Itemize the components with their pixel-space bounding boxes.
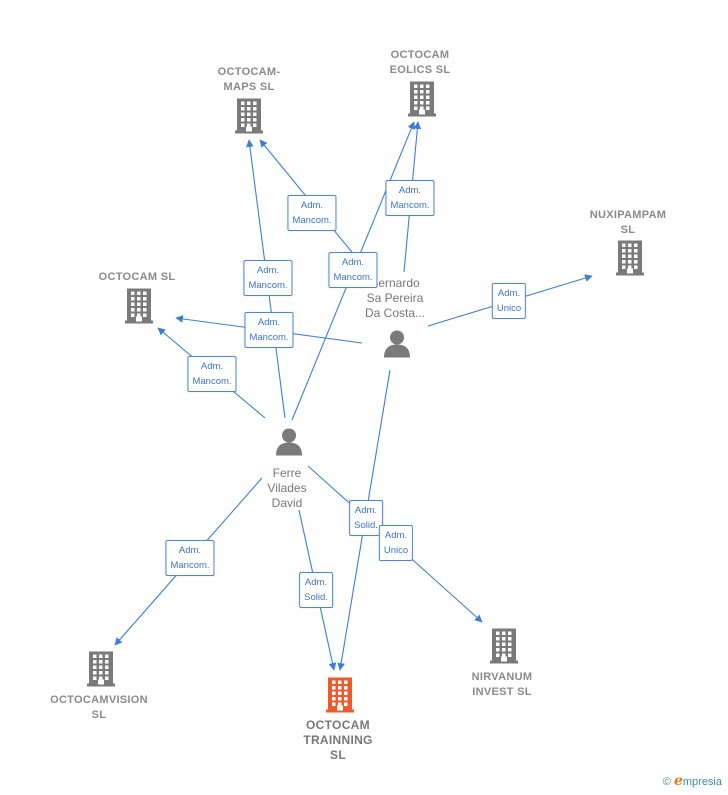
person-icon-ferre[interactable] xyxy=(274,427,304,462)
edge-label-ferre-nirvanum: Adm.Unico xyxy=(378,525,414,561)
edge-label-ferre-octocam-maps: Adm.Mancom. xyxy=(243,260,293,296)
building-icon-octocam-sl[interactable] xyxy=(125,288,153,329)
copyright-icon: © xyxy=(662,776,671,788)
building-icon-nuxipampam[interactable] xyxy=(616,240,644,281)
building-icon-nirvanum[interactable] xyxy=(490,628,518,669)
edge-label-bernardo-octocam-maps: Adm.Mancom. xyxy=(287,195,337,231)
edge-label-ferre-octocamvision: Adm.Mancom. xyxy=(165,540,215,576)
empresia-watermark: © empresia xyxy=(663,773,722,789)
building-icon-octocam-trainning[interactable] xyxy=(326,677,354,718)
edge-label-bernardo-octocam-eolics: Adm.Mancom. xyxy=(385,180,435,216)
empresia-logo-icon: e xyxy=(673,773,683,789)
watermark-brand-text: mpresia xyxy=(682,776,722,788)
edge-label-bernardo-octocam-trainning: Adm.Solid. xyxy=(349,500,383,536)
company-label-octocam-sl[interactable]: OCTOCAM SL xyxy=(98,271,176,283)
person-icon-bernardo[interactable] xyxy=(382,329,412,364)
edge-label-bernardo-octocam-sl: Adm.Mancom. xyxy=(244,312,294,348)
company-label-octocam-maps[interactable]: OCTOCAM-MAPS SL xyxy=(217,66,281,93)
building-icon-octocam-eolics[interactable] xyxy=(408,81,436,122)
edge-label-bernardo-nuxipampam: Adm.Unico xyxy=(491,283,527,319)
edge-label-ferre-octocam-trainning: Adm.Solid. xyxy=(299,572,333,608)
building-icon-octocam-maps[interactable] xyxy=(235,98,263,139)
edge-label-ferre-octocam-sl: Adm.Mancom. xyxy=(187,356,237,392)
edge-label-ferre-octocam-eolics: Adm.Mancom. xyxy=(328,252,378,288)
building-icon-octocamvision[interactable] xyxy=(87,651,115,692)
